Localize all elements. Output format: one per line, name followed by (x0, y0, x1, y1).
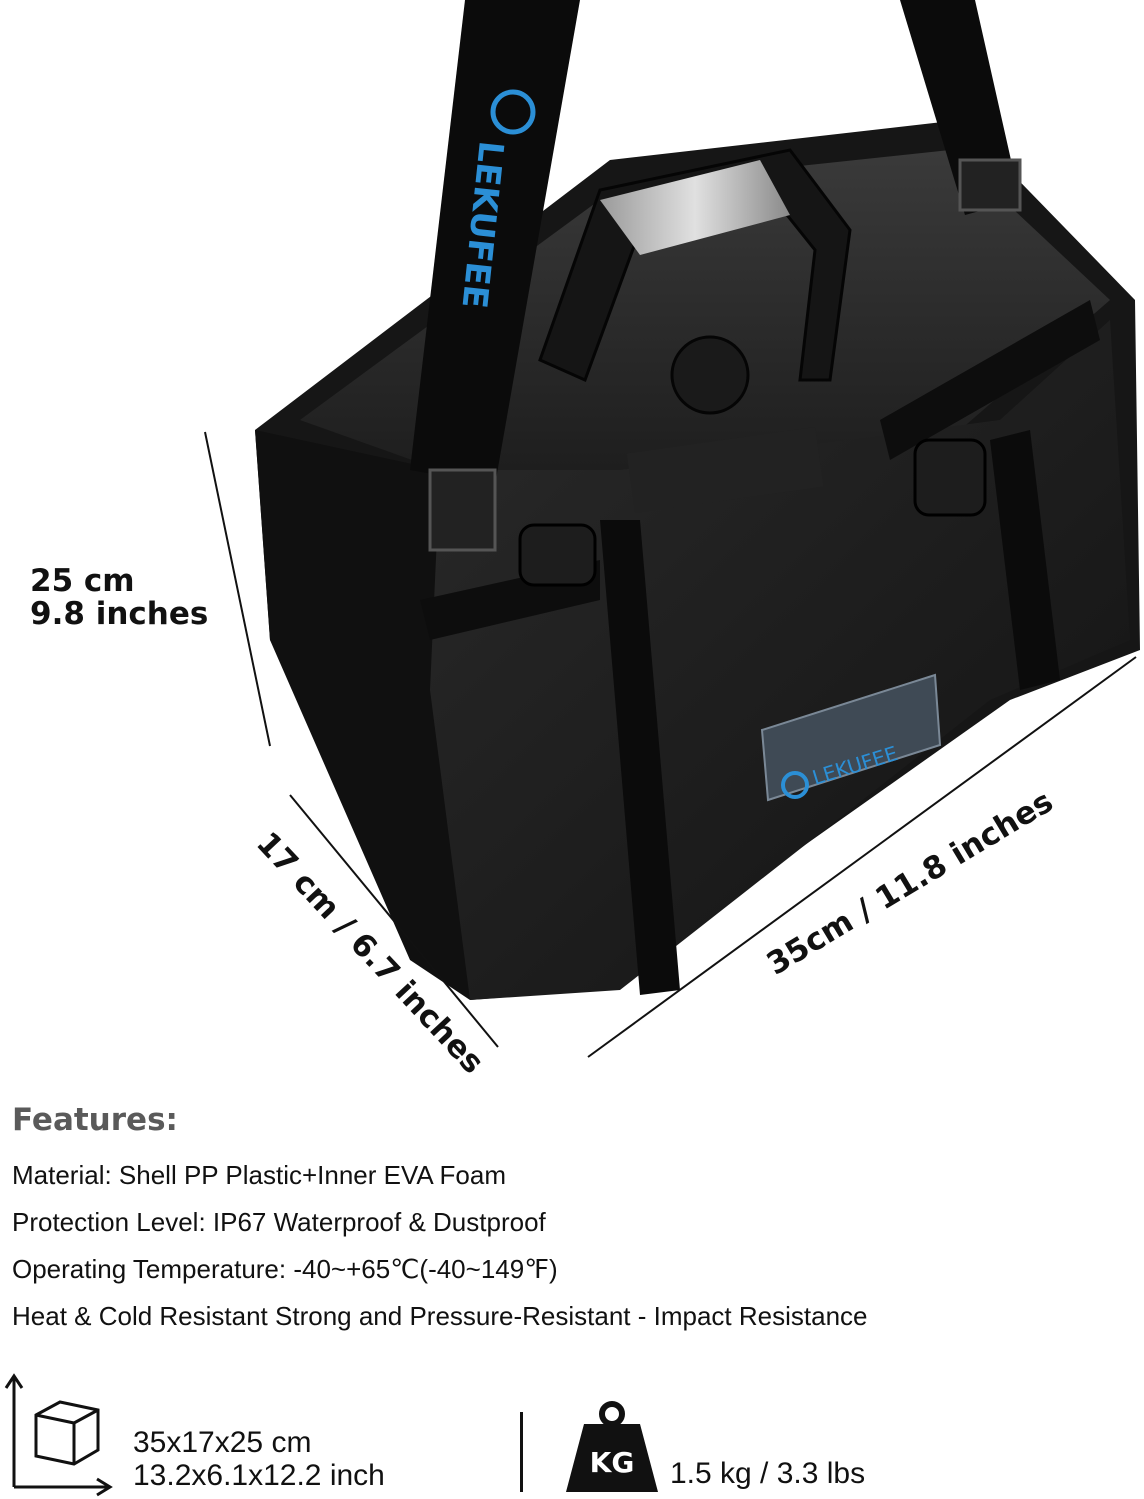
height-dimension-line (204, 431, 271, 747)
weight-spec-text: 1.5 kg / 3.3 lbs (670, 1457, 866, 1490)
product-photo: LEKUFEE LEKUFEE (204, 0, 1140, 1058)
dimensions-cube-icon (4, 1373, 113, 1497)
depth-dimension-line (289, 794, 499, 1048)
size-inches-text: 13.2x6.1x12.2 inch (133, 1459, 385, 1492)
feature-temperature: Operating Temperature: -40~+65℃(-40~149℉… (12, 1254, 558, 1284)
size-spec: 35x17x25 cm 13.2x6.1x12.2 inch (133, 1426, 385, 1492)
feature-material: Material: Shell PP Plastic+Inner EVA Foa… (12, 1160, 506, 1190)
height-dimension-label: 25 cm 9.8 inches (30, 565, 208, 631)
height-inches-text: 9.8 inches (30, 596, 209, 632)
height-cm-text: 25 cm (30, 563, 135, 599)
size-cm-text: 35x17x25 cm (133, 1426, 312, 1459)
spec-divider (520, 1412, 523, 1492)
dimension-lines (204, 431, 1137, 1058)
features-section: Features: Material: Shell PP Plastic+Inn… (12, 1098, 1132, 1340)
weight-kg-icon: KG (566, 1401, 658, 1492)
case-body (255, 120, 1140, 1000)
case-latches (518, 438, 987, 587)
features-title: Features: (12, 1102, 178, 1138)
case-handle (538, 148, 852, 513)
weight-badge-text: KG (590, 1446, 635, 1479)
width-dimension-line (587, 656, 1137, 1058)
feature-resistance: Heat & Cold Resistant Strong and Pressur… (12, 1301, 868, 1331)
shoulder-strap: LEKUFEE (410, 0, 1022, 552)
spec-bar: 35x17x25 cm 13.2x6.1x12.2 inch KG 1.5 kg… (0, 1370, 1144, 1499)
feature-protection: Protection Level: IP67 Waterproof & Dust… (12, 1207, 546, 1237)
